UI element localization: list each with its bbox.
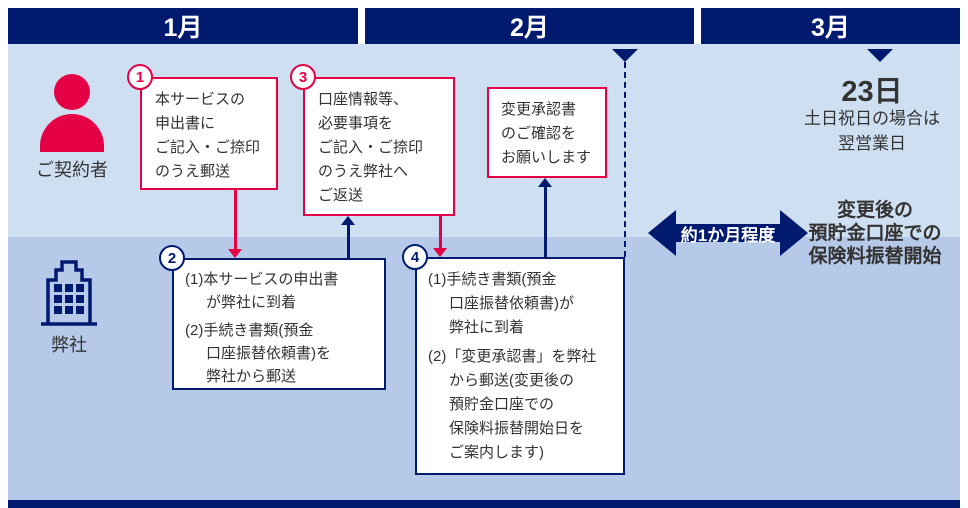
step1-text: 本サービスの 申出書に ご記入・ご捺印 のうえ郵送 [155,91,261,180]
step4-number-badge: 4 [402,244,428,270]
approval-confirmation-box: 変更承認書 のご確認を お願いします [487,87,607,178]
step3-number-badge: 3 [290,64,316,90]
month-header-february: 2月 [365,8,694,44]
transfer-start-description: 変更後の 預貯金口座での 保険料振替開始 [808,200,942,267]
building-icon [41,260,97,326]
transfer-start-day: 23日 [841,76,903,108]
person-head [54,74,90,110]
month-label: 1月 [163,14,203,42]
february-marker-triangle-icon [612,49,638,62]
person-body [40,114,104,152]
month-label: 3月 [811,14,850,42]
month-header-january: 1月 [8,8,358,44]
transfer-start-note: 土日祝日の場合は 翌営業日 [804,109,940,153]
month-header-march: 3月 [701,8,960,44]
step4-item-1: (1)手続き書類(預金 口座振替依頼書)が 弊社に到着 [428,271,574,336]
double-arrow-icon [648,210,808,256]
step2-box: (1)本サービスの申出書 が弊社に到着 (2)手続き書類(預金 口座振替依頼書)… [172,258,386,390]
arrow-step3-to-step4 [433,216,447,257]
customer-lane-label: ご契約者 [36,160,108,180]
march-marker-triangle-icon [867,49,893,62]
february-marker-dashed-line [624,62,626,257]
step3-text: 口座情報等、 必要事項を ご記入・ご捺印 のうえ弊社へ ご返送 [318,91,424,204]
step3-box: 口座情報等、 必要事項を ご記入・ご捺印 のうえ弊社へ ご返送 [303,77,455,216]
person-icon [40,74,104,152]
step2-item-2: (2)手続き書類(預金 口座振替依頼書)を 弊社から郵送 [185,322,331,385]
approval-confirmation-text: 変更承認書 のご確認を お願いします [501,101,592,166]
arrow-step2-to-step3 [341,216,355,258]
bottom-navy-bar [8,500,960,508]
step1-number-badge: 1 [127,64,153,90]
arrow-step1-to-step2 [228,190,242,258]
duration-label: 約1か月程度 [680,225,776,245]
step1-box: 本サービスの 申出書に ご記入・ご捺印 のうえ郵送 [140,77,278,190]
duration-arrow: 約1か月程度 [648,207,808,259]
step4-item-2: (2)「変更承認書」を弊社 から郵送(変更後の 預貯金口座での 保険料振替開始日… [428,348,597,461]
step4-box: (1)手続き書類(預金 口座振替依頼書)が 弊社に到着 (2)「変更承認書」を弊… [415,257,625,475]
company-lane-label: 弊社 [51,335,87,355]
month-label: 2月 [510,14,549,42]
arrow-step4-to-approval [538,178,552,257]
step2-item-1: (1)本サービスの申出書 が弊社に到着 [185,271,339,311]
step2-number-badge: 2 [159,245,185,271]
